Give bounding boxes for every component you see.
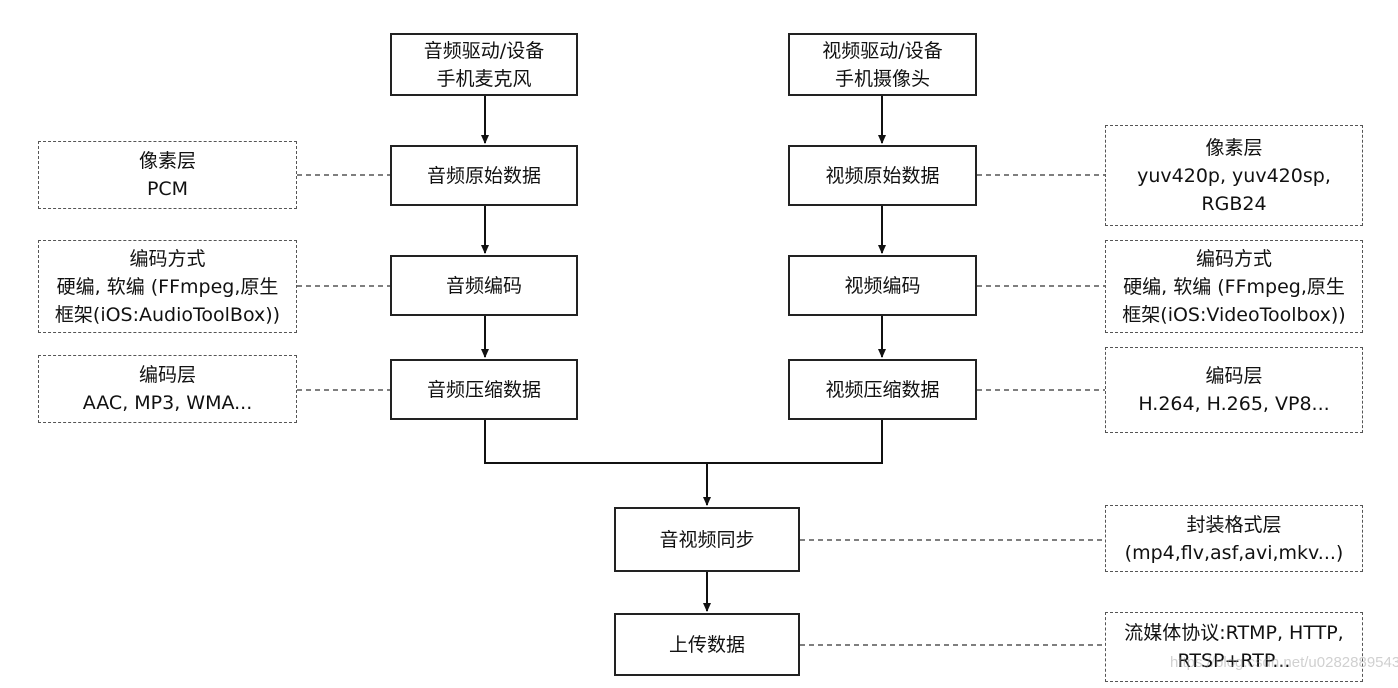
- video-pixel-line3: RGB24: [1201, 192, 1267, 215]
- audio-encoding-line2: 硬编, 软编 (FFmpeg,原生: [56, 275, 279, 298]
- audio-compressed-box: 音频压缩数据: [390, 359, 578, 420]
- container-value: (mp4,flv,asf,avi,mkv...): [1124, 541, 1344, 564]
- audio-raw-label: 音频原始数据: [426, 164, 541, 187]
- video-pixel-line2: yuv420p, yuv420sp,: [1137, 164, 1331, 187]
- video-compressed-box: 视频压缩数据: [788, 359, 977, 420]
- video-encoding-line2: 硬编, 软编 (FFmpeg,原生: [1123, 275, 1345, 298]
- video-codec-title: 编码层: [1205, 365, 1263, 387]
- audio-pixel-value: PCM: [146, 178, 189, 200]
- audio-encoding-line3: 框架(iOS:AudioToolBox)): [54, 303, 281, 326]
- video-compressed-label: 视频压缩数据: [825, 378, 940, 401]
- audio-codec-note: 编码层 AAC, MP3, WMA...: [38, 355, 297, 423]
- video-codec-value: H.264, H.265, VP8...: [1138, 393, 1330, 415]
- audio-pixel-note: 像素层 PCM: [38, 141, 297, 209]
- video-source-line1: 视频驱动/设备: [822, 39, 943, 62]
- audio-pixel-title: 像素层: [138, 150, 196, 172]
- video-encoding-line3: 框架(iOS:VideoToolbox)): [1122, 303, 1346, 326]
- video-source-box: 视频驱动/设备 手机摄像头: [788, 33, 977, 96]
- audio-source-line1: 音频驱动/设备: [423, 39, 545, 62]
- video-raw-box: 视频原始数据: [788, 145, 977, 206]
- protocol-line1: 流媒体协议:RTMP, HTTP,: [1124, 622, 1344, 644]
- audio-codec-value: AAC, MP3, WMA...: [82, 392, 253, 414]
- video-source-line2: 手机摄像头: [834, 67, 930, 90]
- container-title: 封装格式层: [1186, 513, 1282, 536]
- video-pixel-note: 像素层 yuv420p, yuv420sp, RGB24: [1105, 125, 1363, 226]
- sync-label: 音视频同步: [659, 528, 755, 551]
- video-raw-label: 视频原始数据: [825, 164, 940, 187]
- upload-box: 上传数据: [614, 613, 800, 676]
- protocol-note: 流媒体协议:RTMP, HTTP, RTSP+RTP...: [1105, 612, 1363, 682]
- audio-encoding-title: 编码方式: [129, 247, 206, 270]
- merge-line: [484, 420, 883, 464]
- audio-encode-box: 音频编码: [390, 255, 578, 316]
- video-codec-note: 编码层 H.264, H.265, VP8...: [1105, 347, 1363, 433]
- upload-label: 上传数据: [668, 633, 745, 656]
- audio-source-line2: 手机麦克风: [436, 67, 532, 90]
- sync-box: 音视频同步: [614, 507, 800, 572]
- video-encode-label: 视频编码: [844, 274, 921, 297]
- audio-source-box: 音频驱动/设备 手机麦克风: [390, 33, 578, 96]
- audio-encode-label: 音频编码: [445, 274, 522, 297]
- audio-encoding-note: 编码方式 硬编, 软编 (FFmpeg,原生 框架(iOS:AudioToolB…: [38, 240, 297, 333]
- watermark: https://blog.csdn.net/u0282889543: [1170, 654, 1398, 671]
- protocol-line2: RTSP+RTP...: [1177, 650, 1291, 672]
- audio-raw-box: 音频原始数据: [390, 145, 578, 206]
- audio-compressed-label: 音频压缩数据: [426, 378, 541, 401]
- container-note: 封装格式层 (mp4,flv,asf,avi,mkv...): [1105, 505, 1363, 572]
- video-encoding-note: 编码方式 硬编, 软编 (FFmpeg,原生 框架(iOS:VideoToolb…: [1105, 240, 1363, 333]
- video-encoding-title: 编码方式: [1195, 247, 1272, 270]
- audio-codec-title: 编码层: [138, 364, 196, 386]
- video-encode-box: 视频编码: [788, 255, 977, 316]
- video-pixel-title: 像素层: [1205, 136, 1263, 159]
